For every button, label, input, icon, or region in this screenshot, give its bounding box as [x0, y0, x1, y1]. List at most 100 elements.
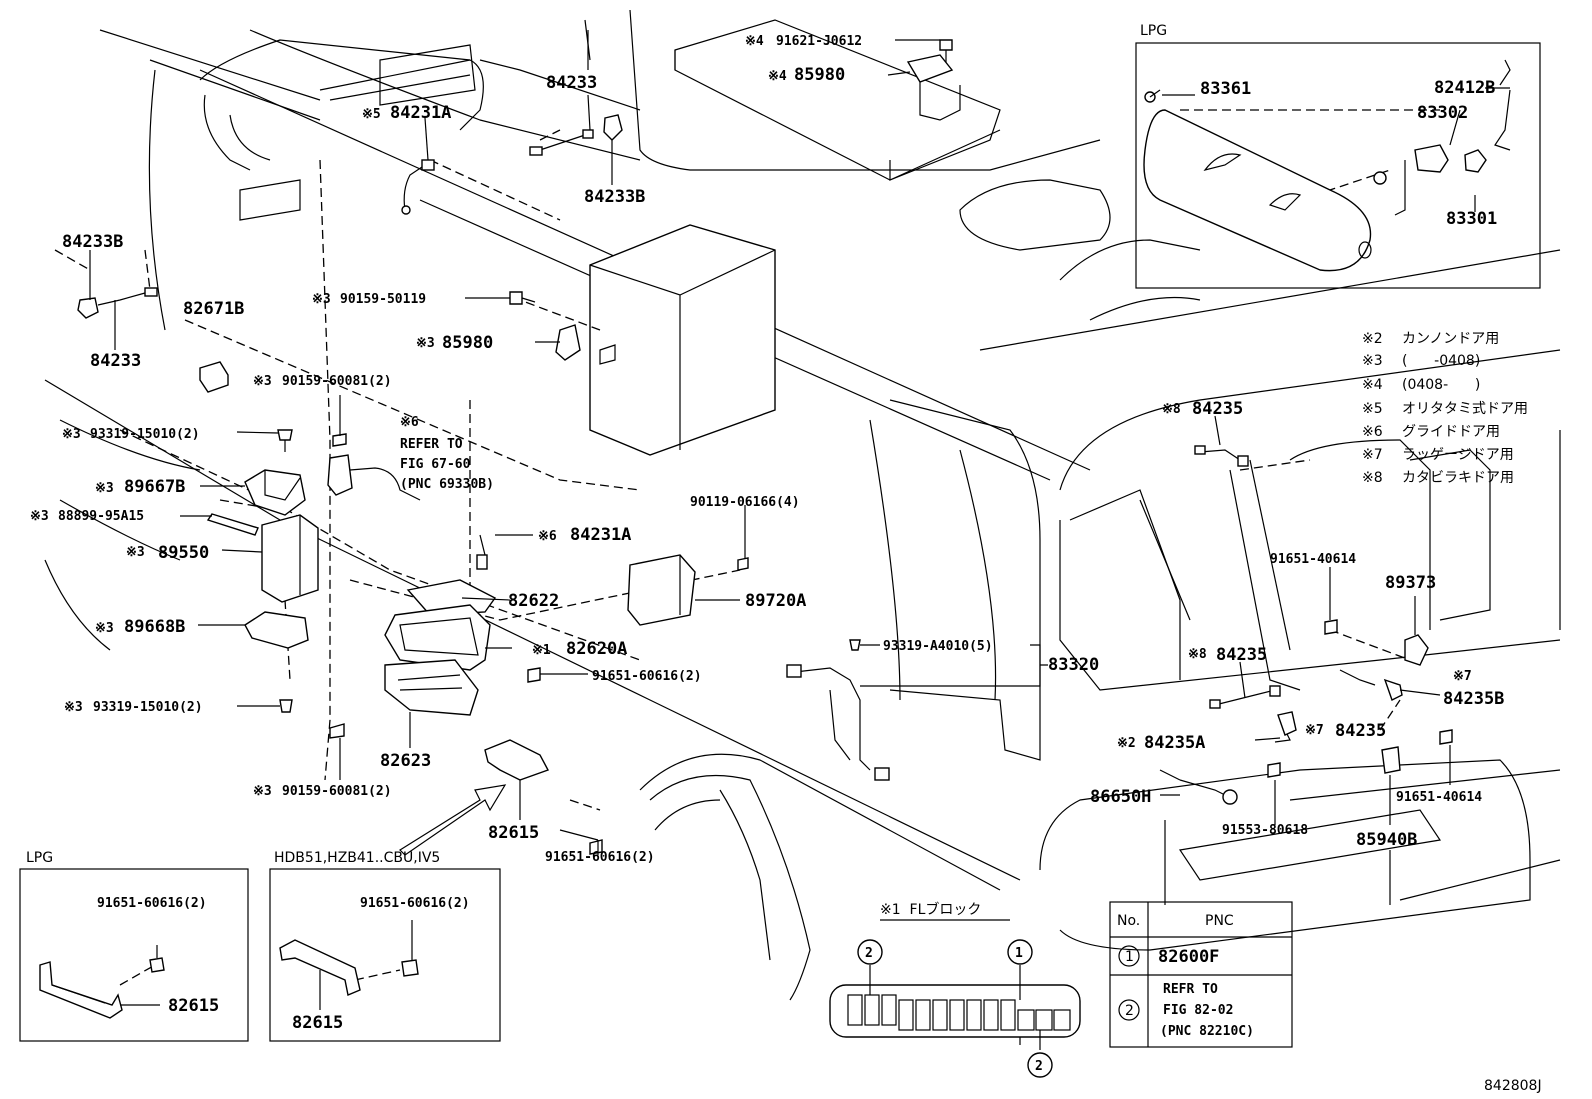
diagram-text: ※5: [1362, 401, 1383, 417]
label-84235b: 84235B: [1443, 689, 1504, 709]
diagram-text: 2: [1035, 1059, 1043, 1074]
diagram-text: LPG: [26, 850, 53, 866]
label-hdb-bolt: 91651-60616(2): [360, 896, 470, 911]
label-93319-a4010: 93319-A4010(5): [883, 639, 993, 654]
diagram-text: 2: [865, 946, 873, 961]
diagram-text: ※2: [1362, 331, 1383, 347]
diagram-text: LPG: [1140, 23, 1167, 39]
label-82615-main: 82615: [488, 823, 539, 843]
label-84235-b: 84235: [1216, 645, 1267, 665]
pnc-table: No. PNC 1 82600F 2 REFR TO FIG 82-02 (PN…: [1109, 901, 1293, 1048]
diagram-text: No.: [1117, 913, 1140, 929]
label-83302: 83302: [1417, 103, 1468, 123]
diagram-text: ※7: [1305, 723, 1324, 738]
label-93319-15010-b: 93319-15010(2): [93, 700, 203, 715]
label-84231a-top: 84231A: [390, 103, 451, 123]
label-82622: 82622: [508, 591, 559, 611]
diagram-text: ※6: [400, 415, 419, 430]
diagram-text: ※3: [95, 481, 114, 496]
diagram-text: ※8: [1188, 647, 1207, 662]
diagram-text: ※2: [1117, 736, 1136, 751]
diagram-text: オリタタミ式ドア用: [1402, 401, 1528, 417]
pnc-82600f: 82600F: [1158, 947, 1219, 967]
diagram-text: ※6: [1362, 424, 1383, 440]
diagram-text: カタビラキドア用: [1402, 470, 1514, 486]
diagram-text: ( -0408): [1402, 353, 1480, 369]
diagram-text: (0408- ): [1402, 377, 1480, 393]
label-91621: 91621-J0612: [776, 34, 862, 49]
label-91651-60616-b: 91651-60616(2): [545, 850, 655, 865]
diagram-text: REFR TO: [1163, 982, 1218, 997]
diagram-text: 2: [1125, 1003, 1134, 1019]
label-91553: 91553-80618: [1222, 823, 1308, 838]
label-lpg-bracket: 82615: [168, 996, 219, 1016]
diagram-text: ※4: [745, 34, 764, 49]
diagram-text: ※3: [312, 292, 331, 307]
label-84233-left: 84233: [90, 351, 141, 371]
label-89550: 89550: [158, 543, 209, 563]
diagram-text: ※3: [95, 621, 114, 636]
label-91651-60616-a: 91651-60616(2): [592, 669, 702, 684]
label-86650h: 86650H: [1090, 787, 1151, 807]
label-85980-mid: 85980: [442, 333, 493, 353]
diagram-text: HDB51,HZB41..CBU,IV5: [274, 850, 440, 866]
diagram-text: ※1: [532, 643, 551, 658]
label-89720a: 89720A: [745, 591, 806, 611]
hdb-inset: HDB51,HZB41..CBU,IV5 91651-60616(2) 8261…: [269, 850, 501, 1042]
diagram-text: FIG 82-02: [1163, 1003, 1233, 1018]
lpg-tank-inset: LPG 83361 82412B 83302 83301: [1135, 23, 1541, 289]
legend: ※2 カンノンドア用 ※3 ( -0408) ※4 (0408- ) ※5 オリ…: [1362, 331, 1528, 486]
diagram-text: ※6: [538, 529, 557, 544]
label-83320: 83320: [1048, 655, 1099, 675]
diagram-text: ※3: [62, 427, 81, 442]
label-refer-line2: FIG 67-60: [400, 457, 471, 472]
lpg-bracket-inset: LPG 91651-60616(2) 82615: [19, 850, 249, 1042]
label-90159-50119: 90159-50119: [340, 292, 426, 307]
diagram-text: ※8: [1162, 402, 1181, 417]
label-84231a-mid: 84231A: [570, 525, 631, 545]
ecu-box: [589, 224, 776, 456]
label-85940b: 85940B: [1356, 830, 1417, 850]
label-82412b: 82412B: [1434, 78, 1495, 98]
part-shapes: [77, 39, 1453, 856]
diagram-text: ※3: [253, 374, 272, 389]
label-93319-15010-a: 93319-15010(2): [90, 427, 200, 442]
part-labels: 84233 84233B ※5 84231A ※4 91621-J0612 ※4…: [30, 34, 1504, 865]
diagram-text: ※7: [1362, 447, 1383, 463]
diagram-text: 1: [1125, 949, 1134, 965]
label-84233-top: 84233: [546, 73, 597, 93]
label-89667b: 89667B: [124, 477, 185, 497]
diagram-text: ※3: [30, 509, 49, 524]
diagram-text: ラッゲージドア用: [1402, 447, 1514, 463]
diagram-id: 842808J: [1484, 1078, 1542, 1094]
label-91651-40614-b: 91651-40614: [1396, 790, 1482, 805]
label-84233b-left: 84233B: [62, 232, 123, 252]
fl-block: ※1 FLブロック 2 1 2: [829, 901, 1081, 1078]
diagram-text: ※3: [64, 700, 83, 715]
diagram-text: グライドドア用: [1402, 424, 1500, 440]
diagram-text: ※3: [253, 784, 272, 799]
label-85980-top: 85980: [794, 65, 845, 85]
diagram-text: ※3: [416, 336, 435, 351]
label-82623: 82623: [380, 751, 431, 771]
label-84235a: 84235A: [1144, 733, 1205, 753]
label-refer-line3: (PNC 69330B): [400, 477, 494, 492]
diagram-text: ※4: [1362, 377, 1383, 393]
label-lpg-bolt: 91651-60616(2): [97, 896, 207, 911]
diagram-text: ※3: [126, 545, 145, 560]
label-hdb-bracket: 82615: [292, 1013, 343, 1033]
diagram-text: カンノンドア用: [1402, 331, 1499, 347]
diagram-text: ※4: [768, 69, 787, 84]
label-84235-c: 84235: [1335, 721, 1386, 741]
label-82620a: 82620A: [566, 639, 627, 659]
label-83361: 83361: [1200, 79, 1251, 99]
label-88899: 88899-95A15: [58, 509, 144, 524]
label-84235-a: 84235: [1192, 399, 1243, 419]
diagram-text: ※5: [362, 107, 381, 122]
diagram-text: PNC: [1205, 913, 1234, 929]
label-90119: 90119-06166(4): [690, 495, 800, 510]
label-82671b: 82671B: [183, 299, 244, 319]
diagram-text: ※1 FLブロック: [880, 901, 981, 918]
label-84233b-top: 84233B: [584, 187, 645, 207]
